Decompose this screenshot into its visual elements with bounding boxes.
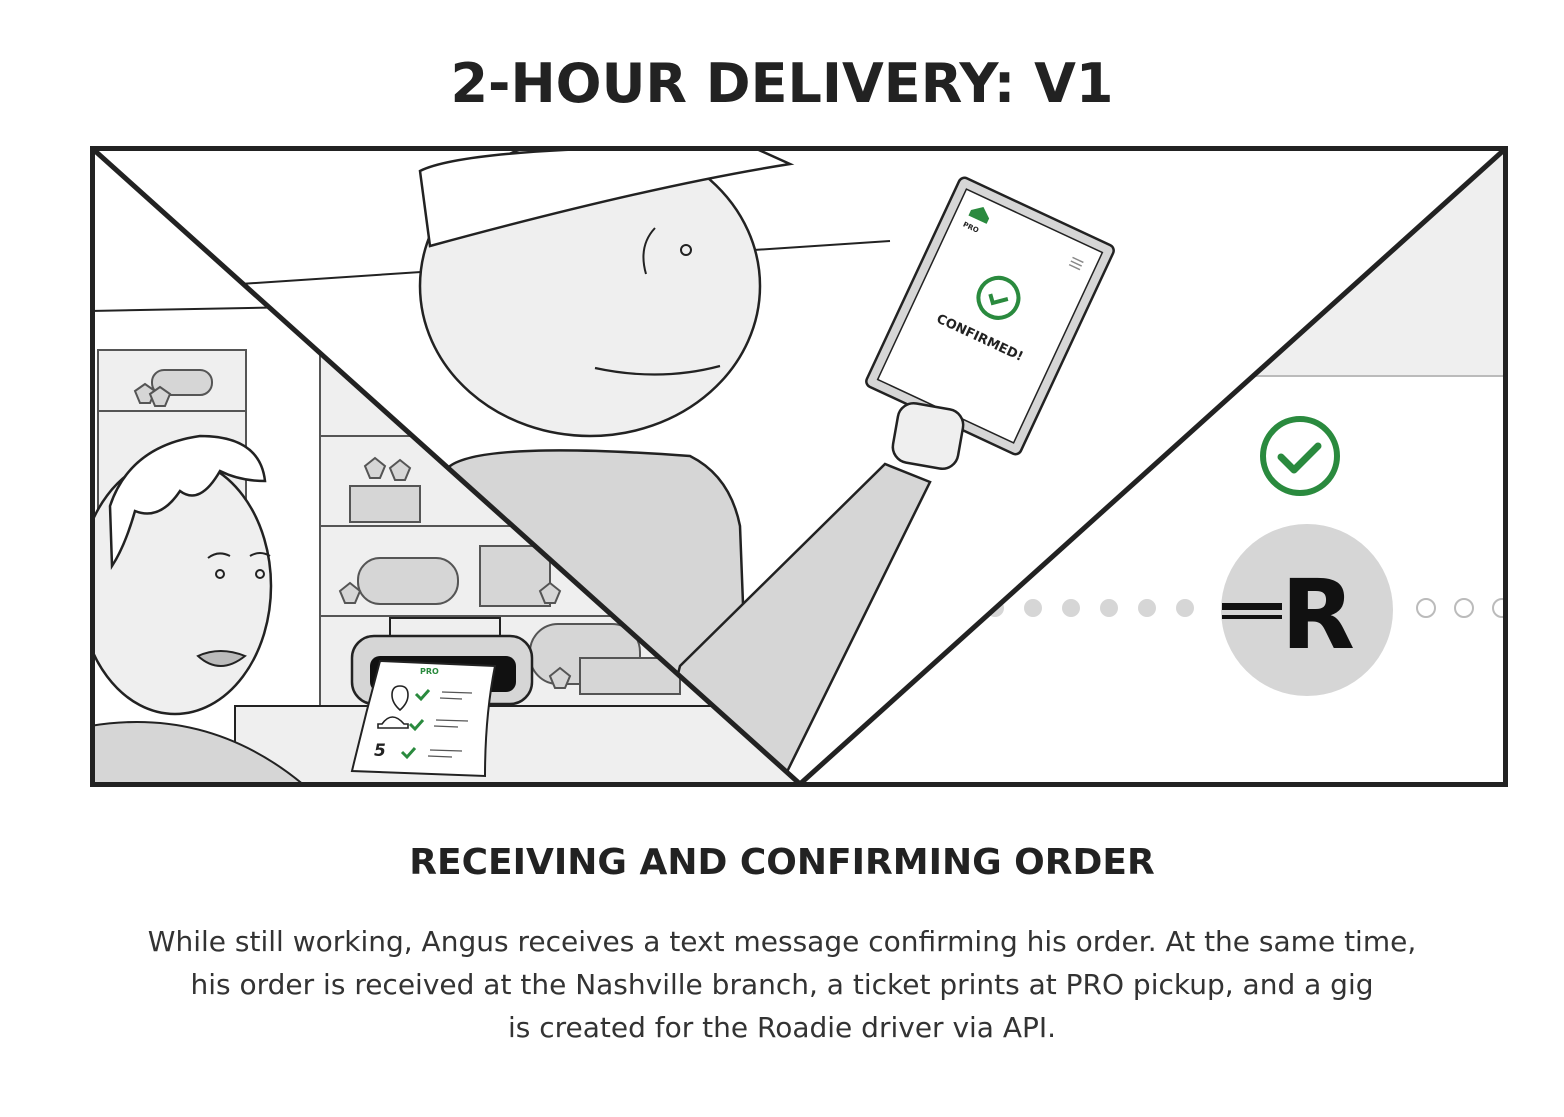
description-line-1: While still working, Angus receives a te… bbox=[147, 925, 1417, 958]
description-line-2: his order is received at the Nashville b… bbox=[190, 968, 1374, 1001]
panel-frame bbox=[90, 146, 1508, 787]
storyboard-illustration: PRO 5 bbox=[90, 146, 1508, 787]
ticket-quantity: 5 bbox=[374, 741, 386, 761]
page-title: 2-HOUR DELIVERY: V1 bbox=[450, 52, 1114, 115]
progress-dots bbox=[986, 598, 1504, 618]
checkmark-icon bbox=[400, 689, 431, 760]
customer-figure bbox=[90, 434, 308, 784]
check-circle-icon bbox=[976, 275, 1021, 320]
pro-house-logo-icon bbox=[968, 207, 990, 224]
ticket-pro-logo: PRO bbox=[420, 667, 439, 676]
roadie-logo-icon: R bbox=[1221, 524, 1393, 696]
check-circle-icon bbox=[1260, 416, 1340, 496]
section-title: RECEIVING AND CONFIRMING ORDER bbox=[409, 842, 1155, 883]
menu-icon bbox=[1068, 256, 1084, 271]
hard-hat-icon bbox=[377, 716, 409, 729]
roadie-logo-letter: R bbox=[1281, 559, 1355, 671]
angus-figure bbox=[418, 146, 795, 438]
printed-ticket: PRO 5 bbox=[350, 659, 497, 778]
tablet-device: PRO CONFIRMED! bbox=[865, 176, 1115, 456]
location-pin-icon bbox=[391, 685, 409, 712]
description-line-3: is created for the Roadie driver via API… bbox=[507, 1011, 1057, 1044]
section-description: While still working, Angus receives a te… bbox=[140, 920, 1424, 1049]
